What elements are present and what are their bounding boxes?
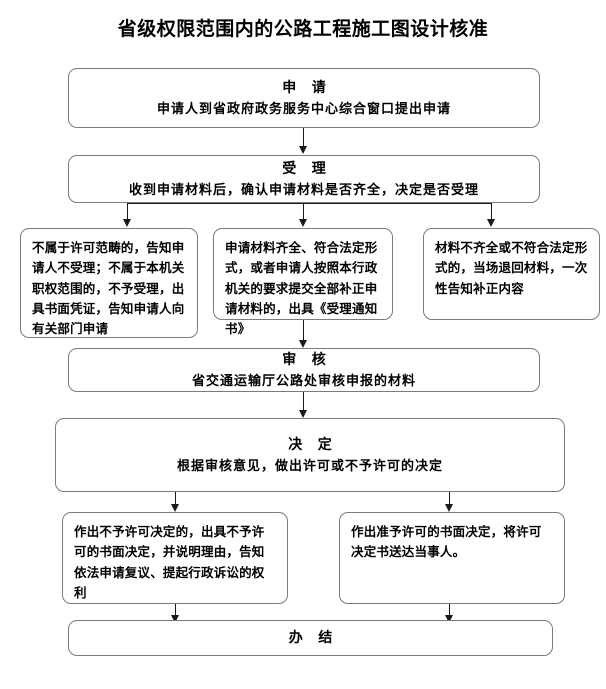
- node-accept-subtitle: 收到申请材料后，确认申请材料是否齐全，决定是否受理: [128, 181, 479, 197]
- node-branch-not-in-scope-body: 不属于许可范畴的，告知申请人不受理；不属于本机关职权范围的，不予受理，出具书面凭…: [32, 241, 185, 336]
- node-decision-deny: 作出不予许可决定的，出具不予许可的书面决定，并说明理由，告知依法申请复议、提起行…: [62, 512, 288, 604]
- connector-review-decision: [303, 392, 304, 411]
- connector-branch-review: [303, 320, 304, 341]
- node-complete-header: 办 结: [288, 630, 339, 646]
- arrow-apply-accept: [299, 146, 307, 154]
- connector-grant-complete: [449, 604, 450, 616]
- page-title: 省级权限范围内的公路工程施工图设计核准: [117, 19, 489, 40]
- node-review-header: 审 核: [282, 352, 332, 368]
- node-accept: 受 理 收到申请材料后，确认申请材料是否齐全，决定是否受理: [68, 155, 540, 203]
- arrow-deny-complete: [171, 615, 179, 623]
- connector-decision-deny: [175, 492, 176, 505]
- node-apply-header: 申 请: [282, 80, 332, 96]
- connector-accept-branch-left: [127, 203, 128, 220]
- arrow-branch-review: [299, 340, 307, 348]
- node-review-subtitle: 省交通运输厅公路处审核申报的材料: [191, 372, 416, 388]
- node-complete: 办 结: [68, 620, 553, 656]
- node-branch-incomplete: 材料不齐全或不符合法定形式的，当场退回材料，一次性告知补正内容: [423, 228, 600, 320]
- connector-accept-branch-mid: [303, 203, 304, 220]
- arrow-accept-branch-mid: [299, 219, 307, 227]
- connector-accept-fanout-bus: [127, 203, 492, 204]
- node-apply-subtitle: 申请人到省政府政务服务中心综合窗口提出申请: [156, 100, 451, 116]
- node-review: 审 核 省交通运输厅公路处审核申报的材料: [68, 348, 540, 392]
- node-branch-complete-body: 申请材料齐全、符合法定形式，或者申请人按照本行政机关的要求提交全部补正申请材料的…: [225, 241, 378, 336]
- arrow-decision-grant: [445, 504, 453, 512]
- node-decision-grant-body: 作出准予许可的书面决定，将许可决定书送达当事人。: [351, 525, 542, 560]
- connector-apply-accept: [303, 128, 304, 147]
- arrow-grant-complete: [445, 615, 453, 623]
- node-apply: 申 请 申请人到省政府政务服务中心综合窗口提出申请: [68, 68, 540, 128]
- node-decision-deny-body: 作出不予许可决定的，出具不予许可的书面决定，并说明理由，告知依法申请复议、提起行…: [74, 525, 265, 600]
- node-branch-incomplete-body: 材料不齐全或不符合法定形式的，当场退回材料，一次性告知补正内容: [435, 241, 588, 296]
- node-accept-header: 受 理: [282, 161, 332, 177]
- arrow-decision-deny: [171, 504, 179, 512]
- connector-accept-branch-right: [491, 203, 492, 220]
- node-decision-subtitle: 根据审核意见，做出许可或不予许可的决定: [176, 457, 443, 473]
- node-decision-grant: 作出准予许可的书面决定，将许可决定书送达当事人。: [339, 512, 565, 604]
- arrow-review-decision: [299, 410, 307, 418]
- node-branch-not-in-scope: 不属于许可范畴的，告知申请人不受理；不属于本机关职权范围的，不予受理，出具书面凭…: [20, 228, 198, 338]
- node-decision: 决 定 根据审核意见，做出许可或不予许可的决定: [55, 418, 565, 492]
- arrow-accept-branch-left: [123, 219, 131, 227]
- node-decision-header: 决 定: [288, 437, 338, 453]
- node-branch-complete: 申请材料齐全、符合法定形式，或者申请人按照本行政机关的要求提交全部补正申请材料的…: [213, 228, 393, 336]
- arrow-accept-branch-right: [487, 219, 495, 227]
- connector-deny-complete: [175, 604, 176, 616]
- connector-decision-grant: [449, 492, 450, 505]
